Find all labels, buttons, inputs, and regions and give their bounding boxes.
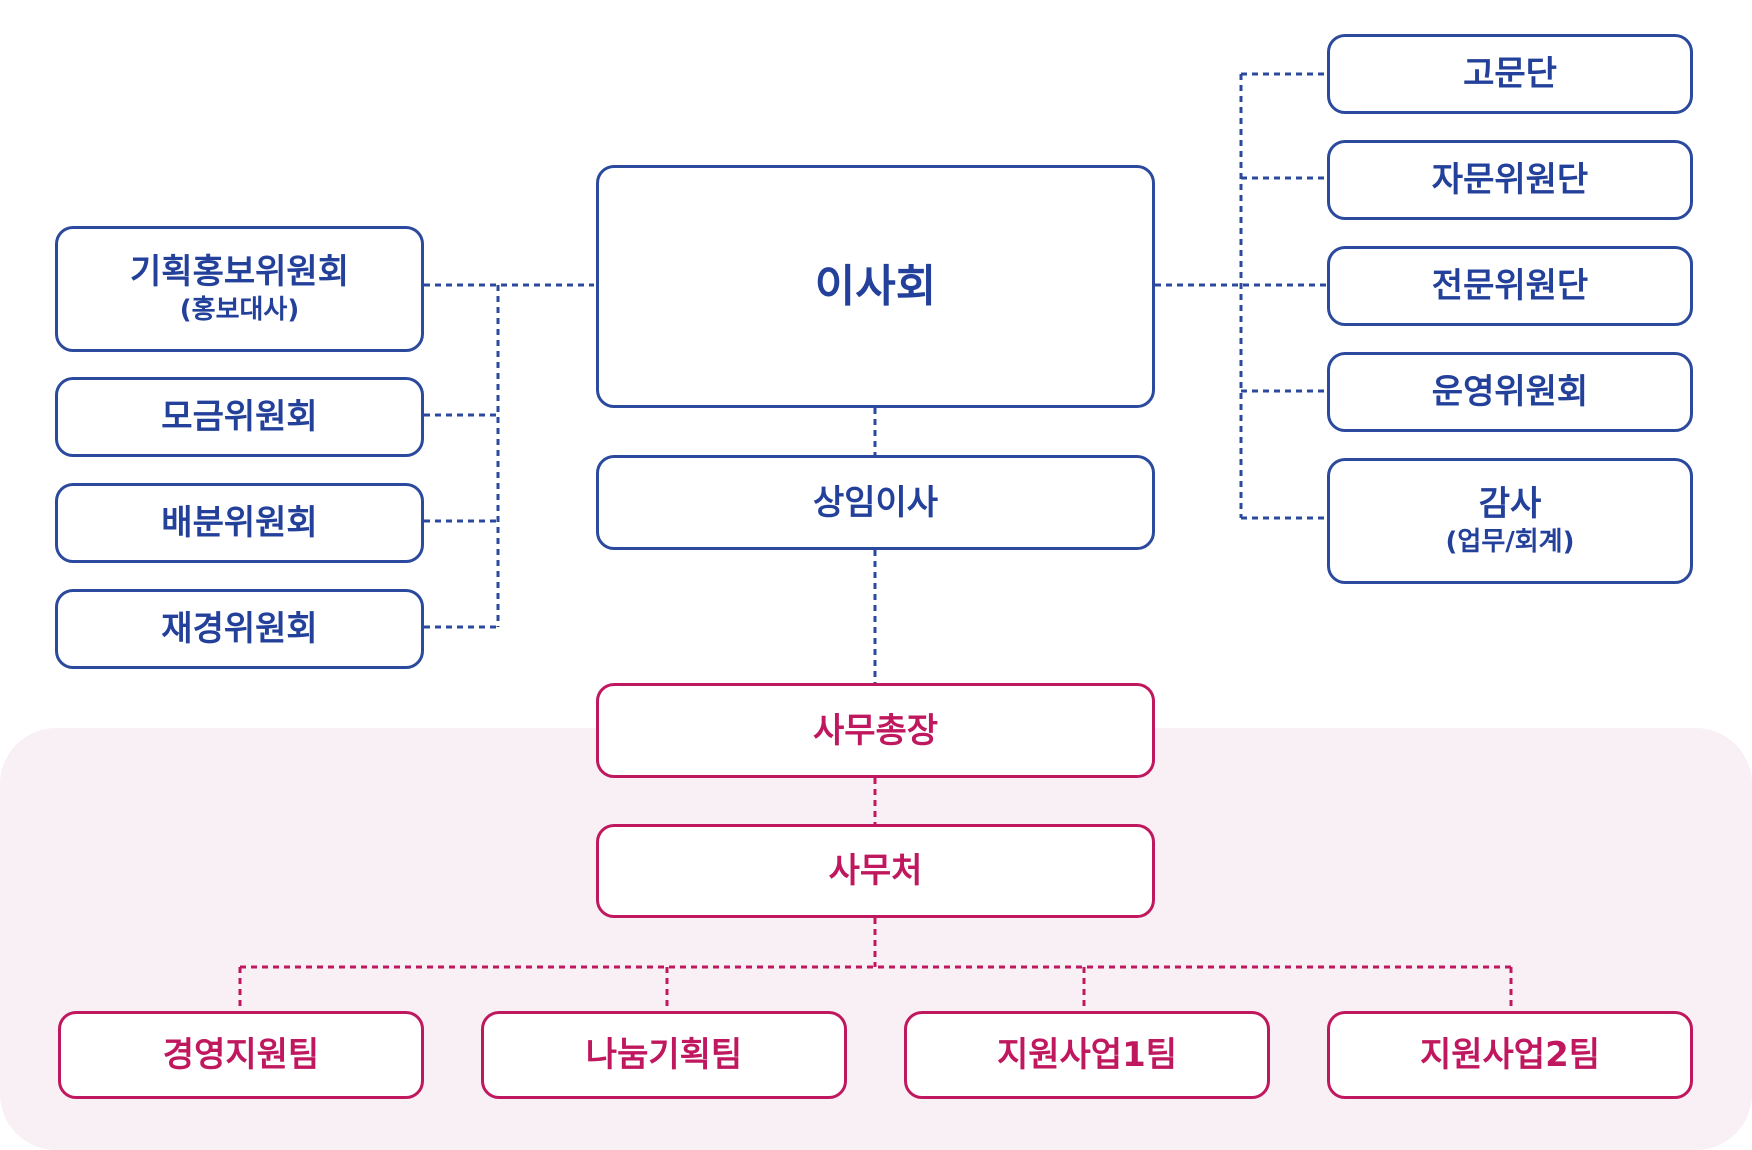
team-sharing-planning-label: 나눔기획팀 <box>585 1035 743 1075</box>
committee-planning-pr-node: 기획홍보위원회 (홍보대사) <box>55 226 424 352</box>
team-management-support-node: 경영지원팀 <box>58 1011 424 1099</box>
team-support-project-1-label: 지원사업1팀 <box>996 1035 1178 1075</box>
secretary-general-label: 사무총장 <box>812 710 939 751</box>
board-label: 이사회 <box>814 260 937 312</box>
group-experts-node: 전문위원단 <box>1327 246 1693 326</box>
group-experts-label: 전문위원단 <box>1431 266 1589 306</box>
group-audit-node: 감사 (업무/회계) <box>1327 458 1693 584</box>
team-support-project-2-label: 지원사업2팀 <box>1419 1035 1601 1075</box>
group-audit-label: 감사 <box>1478 484 1542 524</box>
group-operations-node: 운영위원회 <box>1327 352 1693 432</box>
committee-fundraising-node: 모금위원회 <box>55 377 424 457</box>
group-advisors-node: 고문단 <box>1327 34 1693 114</box>
standing-director-label: 상임이사 <box>812 482 939 523</box>
committee-fundraising-label: 모금위원회 <box>161 397 318 437</box>
committee-distribution-label: 배분위원회 <box>161 503 318 543</box>
team-management-support-label: 경영지원팀 <box>162 1035 320 1075</box>
group-audit-sub: (업무/회계) <box>1445 527 1575 557</box>
committee-planning-pr-sub: (홍보대사) <box>179 295 300 325</box>
committee-planning-pr-label: 기획홍보위원회 <box>130 252 349 292</box>
committee-finance-node: 재경위원회 <box>55 589 424 669</box>
committee-finance-label: 재경위원회 <box>161 609 318 649</box>
group-consulting-node: 자문위원단 <box>1327 140 1693 220</box>
team-support-project-2-node: 지원사업2팀 <box>1327 1011 1693 1099</box>
group-advisors-label: 고문단 <box>1463 54 1557 94</box>
standing-director-node: 상임이사 <box>596 455 1155 550</box>
secretariat-label: 사무처 <box>828 851 923 891</box>
secretary-general-node: 사무총장 <box>596 683 1155 778</box>
group-consulting-label: 자문위원단 <box>1431 160 1589 200</box>
group-operations-label: 운영위원회 <box>1431 372 1589 412</box>
board-node: 이사회 <box>596 165 1155 408</box>
team-sharing-planning-node: 나눔기획팀 <box>481 1011 847 1099</box>
secretariat-node: 사무처 <box>596 824 1155 918</box>
committee-distribution-node: 배분위원회 <box>55 483 424 563</box>
team-support-project-1-node: 지원사업1팀 <box>904 1011 1270 1099</box>
